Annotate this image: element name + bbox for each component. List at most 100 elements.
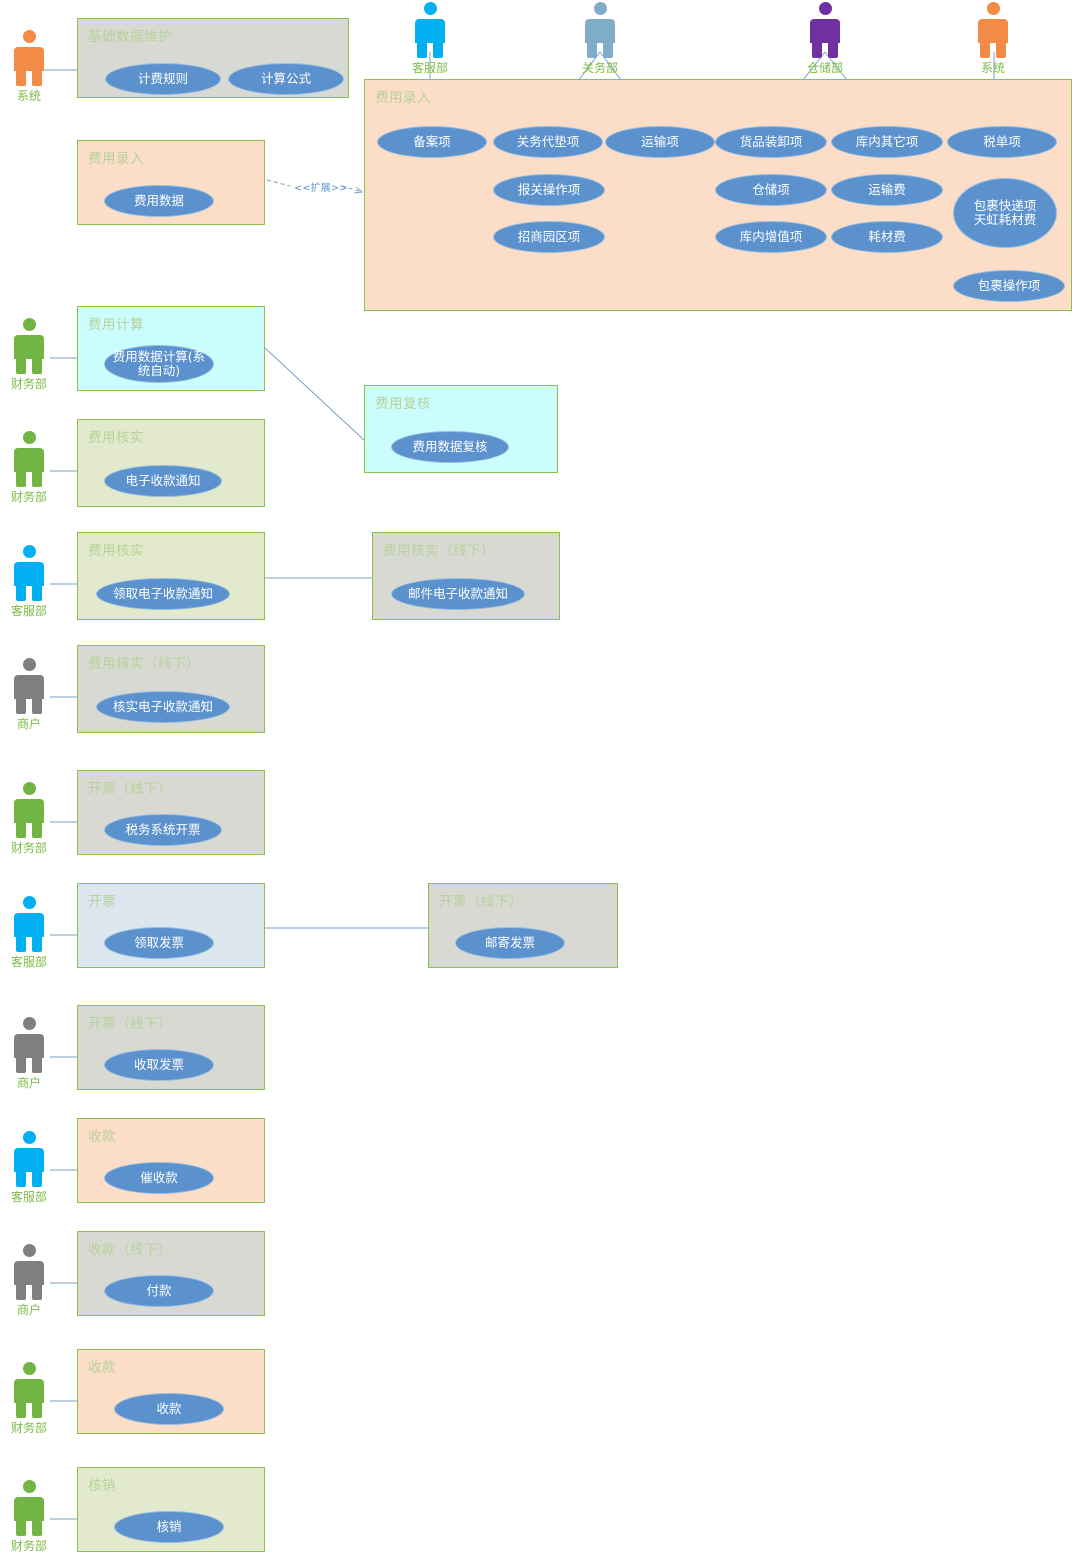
- actor-legl-shape: [16, 1055, 26, 1073]
- usecase-uc-get-invoice[interactable]: 领取发票: [104, 927, 214, 959]
- actor-a-caiwu-collect[interactable]: 财务部: [8, 1362, 50, 1436]
- usecase-uc-mail-invoice[interactable]: 邮寄发票: [455, 927, 565, 959]
- package-pkg-fee-entry-left[interactable]: 费用录入费用数据: [77, 140, 265, 225]
- actor-legr-shape: [996, 40, 1006, 58]
- actor-figure-icon: [8, 1362, 50, 1418]
- package-pkg-fee-verify-merchant[interactable]: 费用核实（线下）核实电子收款通知: [77, 645, 265, 733]
- usecase-uc-pay[interactable]: 付款: [104, 1275, 214, 1307]
- actor-head-shape: [22, 1017, 36, 1030]
- usecase-uc-storage-item[interactable]: 仓储项: [715, 174, 827, 206]
- actor-a-caiwu-writeoff[interactable]: 财务部: [8, 1480, 50, 1554]
- actor-a-kefu-collect[interactable]: 客服部: [8, 1131, 50, 1205]
- usecase-uc-goods-loading[interactable]: 货品装卸项: [715, 126, 827, 158]
- usecase-uc-customs-advance[interactable]: 关务代垫项: [493, 126, 603, 158]
- package-pkg-invoice[interactable]: 开票领取发票: [77, 883, 265, 968]
- actor-label: 商户: [16, 717, 41, 731]
- actor-torso-shape: [14, 675, 44, 699]
- actor-head-shape: [22, 431, 36, 444]
- actor-torso-shape: [585, 19, 615, 43]
- actor-a-kefu-invoice[interactable]: 客服部: [8, 896, 50, 970]
- package-title: 费用录入: [88, 151, 144, 167]
- actor-legl-shape: [16, 469, 26, 487]
- actor-legr-shape: [32, 1169, 42, 1187]
- actor-figure-icon: [8, 1480, 50, 1536]
- package-pkg-collect-service[interactable]: 收款催收款: [77, 1118, 265, 1203]
- package-pkg-fee-verify-offline[interactable]: 费用核实（线下）邮件电子收款通知: [372, 532, 560, 620]
- package-pkg-fee-entry-main[interactable]: 费用录入备案项关务代垫项运输项货品装卸项库内其它项税单项报关操作项仓储项运输费招…: [364, 79, 1072, 311]
- actor-label: 仓储部: [806, 61, 843, 75]
- actor-head-shape: [22, 1244, 36, 1257]
- package-pkg-basedata[interactable]: 基础数据维护计费规则计算公式: [77, 18, 349, 98]
- usecase-uc-tax-bill[interactable]: 税单项: [947, 126, 1057, 158]
- usecase-uc-get-e-receipt[interactable]: 领取电子收款通知: [96, 578, 230, 610]
- usecase-uc-warehouse-other[interactable]: 库内其它项: [831, 126, 943, 158]
- package-title: 费用计算: [88, 317, 144, 333]
- package-pkg-fee-verify-finance[interactable]: 费用核实电子收款通知: [77, 419, 265, 507]
- package-title: 开票（线下）: [439, 894, 523, 910]
- actor-a-caiwu-invoice[interactable]: 财务部: [8, 782, 50, 856]
- package-pkg-writeoff[interactable]: 核销核销: [77, 1467, 265, 1552]
- usecase-uc-parcel-op[interactable]: 包裹操作项: [953, 270, 1065, 302]
- actor-a-system-top[interactable]: 系统: [8, 30, 50, 104]
- actor-legr-shape: [32, 1282, 42, 1300]
- package-pkg-fee-calc[interactable]: 费用计算费用数据计算(系 统自动): [77, 306, 265, 391]
- actor-a-caiwu-calc[interactable]: 财务部: [8, 318, 50, 392]
- actor-torso-shape: [14, 1034, 44, 1058]
- usecase-uc-collect[interactable]: 收款: [114, 1393, 224, 1425]
- usecase-uc-park-item[interactable]: 招商园区项: [493, 221, 605, 253]
- actor-legl-shape: [16, 934, 26, 952]
- usecase-uc-fee-data[interactable]: 费用数据: [104, 185, 214, 217]
- usecase-uc-verify-e-receipt[interactable]: 核实电子收款通知: [96, 691, 230, 723]
- actor-label: 客服部: [411, 61, 448, 75]
- usecase-uc-tax-system-invoice[interactable]: 税务系统开票: [104, 814, 222, 846]
- usecase-uc-transport-fee[interactable]: 运输费: [831, 174, 943, 206]
- actor-head-shape: [22, 1131, 36, 1144]
- usecase-uc-mail-e-receipt[interactable]: 邮件电子收款通知: [391, 578, 525, 610]
- actor-head-shape: [818, 2, 832, 15]
- usecase-uc-fee-data-review[interactable]: 费用数据复核: [391, 431, 509, 463]
- package-pkg-invoice-offline[interactable]: 开票（线下） 邮寄发票: [428, 883, 618, 968]
- actor-head-shape: [22, 30, 36, 43]
- actor-legl-shape: [587, 40, 597, 58]
- actor-a-kefu-top[interactable]: 客服部: [409, 2, 451, 76]
- actor-torso-shape: [14, 562, 44, 586]
- package-pkg-collect-offline[interactable]: 收款（线下）付款: [77, 1231, 265, 1316]
- actor-a-shanghu-verify[interactable]: 商户: [8, 658, 50, 732]
- actor-legl-shape: [16, 696, 26, 714]
- actor-a-system-top2[interactable]: 系统: [972, 2, 1014, 76]
- actor-a-kefu-verify[interactable]: 客服部: [8, 545, 50, 619]
- actor-a-shanghu-invoice[interactable]: 商户: [8, 1017, 50, 1091]
- package-title: 开票: [88, 894, 116, 910]
- usecase-uc-fee-calc-auto[interactable]: 费用数据计算(系 统自动): [104, 345, 214, 383]
- package-pkg-collect-finance[interactable]: 收款收款: [77, 1349, 265, 1434]
- actor-a-guanwu-top[interactable]: 关务部: [579, 2, 621, 76]
- usecase-uc-e-receipt-notice[interactable]: 电子收款通知: [104, 465, 222, 497]
- actor-legl-shape: [16, 583, 26, 601]
- usecase-uc-declare-op[interactable]: 报关操作项: [493, 174, 605, 206]
- package-pkg-invoice-offline-fin[interactable]: 开票（线下）税务系统开票: [77, 770, 265, 855]
- usecase-uc-transport-item[interactable]: 运输项: [605, 126, 715, 158]
- usecase-uc-urge-payment[interactable]: 催收款: [104, 1162, 214, 1194]
- usecase-uc-calc-formula[interactable]: 计算公式: [228, 63, 344, 95]
- usecase-uc-parcel-express[interactable]: 包裹快递项 天虹耗材费: [953, 178, 1057, 248]
- actor-a-shanghu-pay[interactable]: 商户: [8, 1244, 50, 1318]
- usecase-uc-billing-rule[interactable]: 计费规则: [105, 63, 221, 95]
- package-title: 费用核实: [88, 430, 144, 446]
- actor-a-caiwu-verify[interactable]: 财务部: [8, 431, 50, 505]
- usecase-uc-record-item[interactable]: 备案项: [377, 126, 487, 158]
- actor-a-cangchu-top[interactable]: 仓储部: [804, 2, 846, 76]
- package-pkg-invoice-offline-merchant[interactable]: 开票（线下）收取发票: [77, 1005, 265, 1090]
- package-pkg-fee-verify-service[interactable]: 费用核实领取电子收款通知: [77, 532, 265, 620]
- usecase-uc-warehouse-value[interactable]: 库内增值项: [715, 221, 827, 253]
- actor-torso-shape: [810, 19, 840, 43]
- actor-label: 财务部: [10, 1539, 47, 1553]
- usecase-uc-consumable-fee[interactable]: 耗材费: [831, 221, 943, 253]
- usecase-uc-writeoff[interactable]: 核销: [114, 1511, 224, 1543]
- actor-legr-shape: [32, 696, 42, 714]
- actor-torso-shape: [14, 913, 44, 937]
- actor-figure-icon: [8, 896, 50, 952]
- actor-label: 财务部: [10, 377, 47, 391]
- actor-label: 系统: [16, 89, 41, 103]
- usecase-uc-receive-invoice[interactable]: 收取发票: [104, 1049, 214, 1081]
- package-pkg-fee-review[interactable]: 费用复核费用数据复核: [364, 385, 558, 473]
